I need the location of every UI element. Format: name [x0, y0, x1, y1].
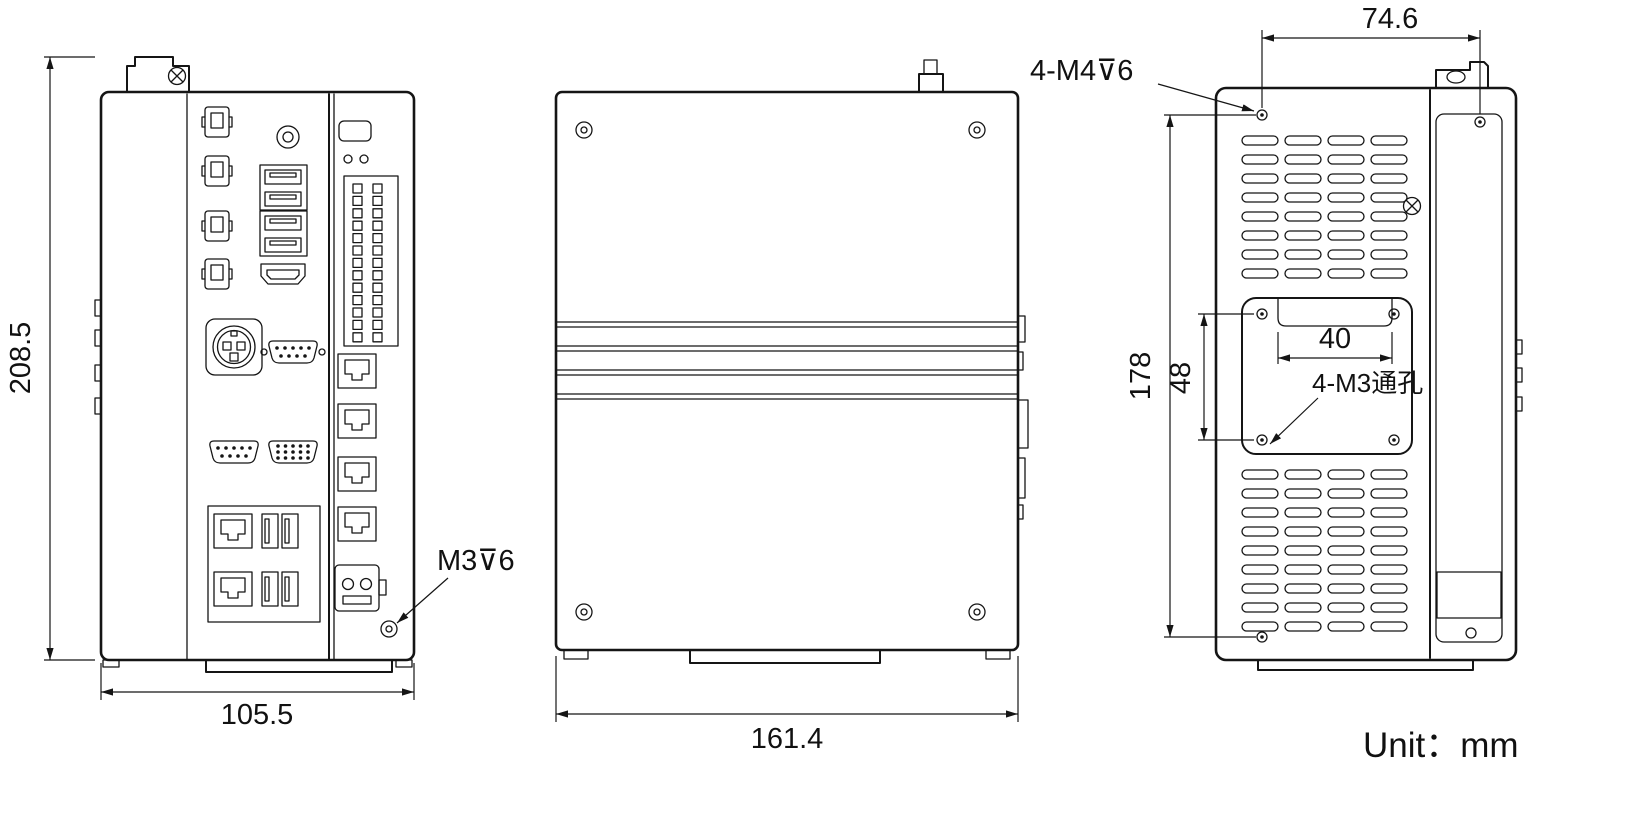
back-bottom-hole	[1465, 627, 1477, 639]
front-body-outline	[99, 90, 416, 662]
led-indicator-icon	[359, 154, 369, 164]
power-button-icon	[276, 125, 300, 149]
corner-screw-icon	[575, 603, 593, 621]
side-bottom-flange	[689, 649, 881, 664]
usb-port-icon	[281, 513, 299, 549]
micro-connector-icon	[201, 106, 233, 138]
front-din-clip	[126, 56, 190, 93]
back-din-clip	[1435, 61, 1489, 89]
rj45-port-icon	[337, 506, 377, 542]
clip-slot-hole	[1446, 70, 1466, 84]
note-plate-holes: 4-M3通孔	[1312, 368, 1423, 398]
corner-screw-icon	[968, 603, 986, 621]
usb-bezel	[259, 164, 308, 211]
rj45-port-icon	[337, 353, 377, 389]
hdmi-port-icon	[260, 263, 306, 285]
jack-screw	[260, 348, 268, 356]
db9-serial-port-icon	[209, 440, 259, 464]
usb-port-icon	[264, 215, 302, 231]
m4-leader-line	[1157, 83, 1255, 112]
dim-back-height-label: 178	[1125, 352, 1157, 400]
side-clip-base	[918, 73, 944, 93]
front-view: 208.5 105.5 M3⊽6	[5, 56, 515, 731]
dim-plate-slot-label: 40	[1319, 323, 1351, 355]
led-indicator-icon	[343, 154, 353, 164]
dim-back-span-label: 74.6	[1362, 3, 1418, 35]
usb-port-icon	[264, 237, 302, 253]
front-right-column	[334, 120, 399, 638]
back-bottom-flange	[1257, 659, 1474, 671]
rj45-port-icon	[337, 456, 377, 492]
vent-grille-bottom	[1241, 469, 1408, 632]
note-back-screws: 4-M4⊽6	[1030, 55, 1133, 87]
m3-hole-icon	[1256, 434, 1268, 446]
power-button-inner	[282, 131, 294, 143]
usb-port-icon	[264, 169, 302, 185]
side-clip-screw	[923, 59, 938, 75]
side-body-outline	[554, 90, 1020, 652]
m3-leader-line	[396, 577, 449, 624]
front-left-notches	[94, 299, 102, 415]
front-bottom-flange	[205, 659, 393, 673]
usb-port-icon	[261, 513, 279, 549]
terminal-block-icon	[343, 175, 399, 347]
m4-hole-icon	[1256, 109, 1268, 121]
clip-screw-icon	[167, 66, 187, 86]
vent-grille-top	[1241, 135, 1408, 279]
db9-pins	[216, 446, 252, 458]
usb-port-icon	[264, 191, 302, 207]
dim-plate-height-label: 48	[1165, 362, 1197, 394]
micro-connector-icon	[201, 210, 233, 242]
back-view: 74.6 178 48 40 4-M4⊽6 4-M3通孔	[1030, 3, 1523, 671]
back-mount-plate	[1241, 297, 1413, 455]
usb-port-icon	[261, 571, 279, 607]
terminal-block-pins	[352, 183, 383, 343]
dim-height-label: 208.5	[5, 322, 37, 395]
note-front-screw: M3⊽6	[437, 545, 515, 577]
side-dimensions: 161.4	[555, 656, 1019, 755]
back-dimensions: 74.6 178 48 40 4-M4⊽6 4-M3通孔	[1030, 3, 1481, 638]
micro-connector-icon	[201, 155, 233, 187]
reset-slot-icon	[338, 120, 372, 142]
micro-connector-icon	[201, 258, 233, 290]
usb-port-icon	[281, 571, 299, 607]
side-right-bumps	[1017, 315, 1029, 520]
front-foot-right	[395, 659, 413, 668]
vga-pins	[276, 444, 310, 460]
power-latch	[378, 579, 387, 596]
front-foot-left	[102, 659, 120, 668]
unit-label: Unit：mm	[1363, 726, 1519, 765]
rj45-port-icon	[213, 571, 253, 607]
m3-through-leader-line	[1269, 397, 1319, 445]
jack-screw	[318, 348, 326, 356]
front-panel-ports	[201, 106, 326, 623]
din-mount-plate	[1435, 113, 1503, 643]
plate-top-hole-icon	[1474, 116, 1486, 128]
power-terminal-icon	[334, 564, 380, 612]
front-dimensions: 208.5 105.5 M3⊽6	[5, 56, 515, 731]
plate-top-notch	[1277, 297, 1393, 327]
m3-hole-icon	[1388, 434, 1400, 446]
back-right-notches	[1515, 339, 1523, 412]
m4-hole-icon	[1256, 631, 1268, 643]
m3-hole-icon	[1388, 308, 1400, 320]
db9-serial-port-icon	[268, 340, 318, 364]
lan-usb-bezel	[207, 505, 321, 623]
side-foot-right	[985, 649, 1011, 660]
dim-side-depth-label: 161.4	[751, 723, 824, 755]
db9-pins	[275, 346, 311, 358]
rj45-port-icon	[337, 403, 377, 439]
side-grooves	[555, 321, 1019, 400]
corner-screw-icon	[968, 121, 986, 139]
usb-bezel	[259, 210, 308, 257]
rj45-port-icon	[213, 513, 253, 549]
side-view: 161.4	[554, 59, 1029, 755]
m3-screw-hole-icon	[380, 620, 398, 638]
round-power-connector-icon	[205, 318, 263, 376]
side-foot-left	[563, 649, 589, 660]
back-bottom-cutout	[1436, 571, 1502, 619]
dim-front-width-label: 105.5	[221, 699, 294, 731]
corner-screw-icon	[575, 121, 593, 139]
m3-hole-icon	[1256, 308, 1268, 320]
